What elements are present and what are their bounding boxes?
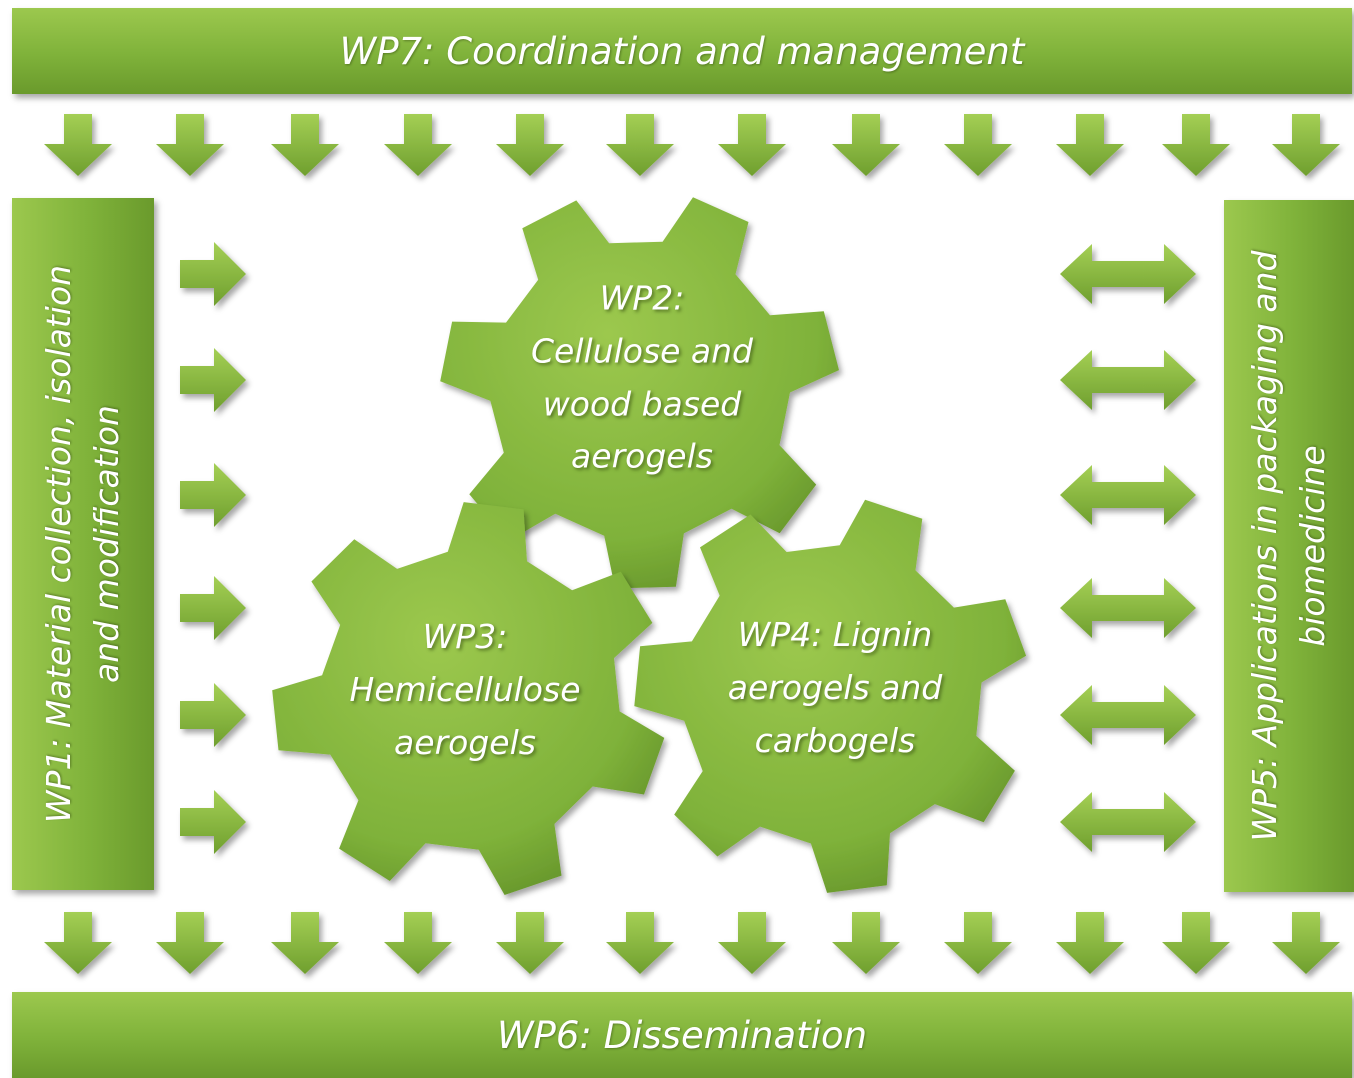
wp7-coordination-bar: WP7: Coordination and management <box>12 8 1352 94</box>
gears-group <box>272 197 1027 895</box>
wp4-label: WP4: Lignin aerogels and carbogels <box>728 609 942 767</box>
wp1-right-arrow-2 <box>180 348 246 412</box>
left-arrows-group <box>180 242 246 854</box>
bottom-down-arrow-1 <box>44 912 112 974</box>
top-down-arrow-2 <box>156 114 224 176</box>
wp3-gear <box>272 502 665 895</box>
wp5-double-arrow-1 <box>1060 244 1196 304</box>
bottom-down-arrow-3 <box>271 912 339 974</box>
wp5-double-arrow-6 <box>1060 792 1196 852</box>
top-down-arrow-6 <box>606 114 674 176</box>
wp5-double-arrow-2 <box>1060 350 1196 410</box>
bottom-down-arrow-11 <box>1162 912 1230 974</box>
wp7-label: WP7: Coordination and management <box>339 29 1025 73</box>
bottom-down-arrow-5 <box>496 912 564 974</box>
top-down-arrow-11 <box>1162 114 1230 176</box>
wp5-double-arrow-4 <box>1060 578 1196 638</box>
bottom-down-arrow-8 <box>832 912 900 974</box>
wp6-dissemination-bar: WP6: Dissemination <box>12 992 1352 1078</box>
top-down-arrow-10 <box>1056 114 1124 176</box>
wp1-right-arrow-5 <box>180 683 246 747</box>
wp1-right-arrow-6 <box>180 790 246 854</box>
wp2-gear <box>440 197 839 589</box>
top-down-arrow-4 <box>384 114 452 176</box>
bottom-down-arrow-6 <box>606 912 674 974</box>
wp1-right-arrow-3 <box>180 463 246 527</box>
top-down-arrow-12 <box>1272 114 1340 176</box>
wp2-line-2: Cellulose and <box>530 331 754 371</box>
wp3-line-2: Hemicellulose <box>349 669 581 709</box>
bottom-down-arrow-4 <box>384 912 452 974</box>
bottom-down-arrow-9 <box>944 912 1012 974</box>
wp1-right-arrow-4 <box>180 576 246 640</box>
bottom-down-arrow-7 <box>718 912 786 974</box>
bottom-arrows-group <box>44 912 1340 974</box>
bottom-down-arrow-12 <box>1272 912 1340 974</box>
wp4-line-1: WP4: Lignin <box>737 614 933 654</box>
bottom-down-arrow-10 <box>1056 912 1124 974</box>
wp1-right-arrow-1 <box>180 242 246 306</box>
wp3-line-3: aerogels <box>394 722 536 762</box>
wp4-line-3: carbogels <box>754 720 916 760</box>
wp3-line-1: WP3: <box>422 616 508 656</box>
wp2-line-4: aerogels <box>571 436 713 476</box>
wp5-applications-bar: WP5: Applications in packaging and biome… <box>1224 200 1354 892</box>
wp4-line-2: aerogels and <box>727 667 943 707</box>
right-arrows-group <box>1060 244 1196 852</box>
top-arrows-group <box>44 114 1340 176</box>
wp1-material-bar: WP1: Material collection, isolation and … <box>12 198 154 890</box>
bottom-down-arrow-2 <box>156 912 224 974</box>
top-down-arrow-3 <box>271 114 339 176</box>
wp2-label: WP2: Cellulose and wood based aerogels <box>531 272 753 483</box>
wp5-double-arrow-3 <box>1060 465 1196 525</box>
wp2-line-1: WP2: <box>599 278 685 318</box>
wp2-line-3: wood based <box>542 384 742 423</box>
wp5-double-arrow-5 <box>1060 685 1196 745</box>
top-down-arrow-7 <box>718 114 786 176</box>
top-down-arrow-9 <box>944 114 1012 176</box>
wp6-label: WP6: Dissemination <box>496 1013 868 1057</box>
wp3-label: WP3: Hemicellulose aerogels <box>350 611 581 769</box>
wp4-gear <box>634 499 1027 893</box>
top-down-arrow-5 <box>496 114 564 176</box>
top-down-arrow-1 <box>44 114 112 176</box>
top-down-arrow-8 <box>832 114 900 176</box>
